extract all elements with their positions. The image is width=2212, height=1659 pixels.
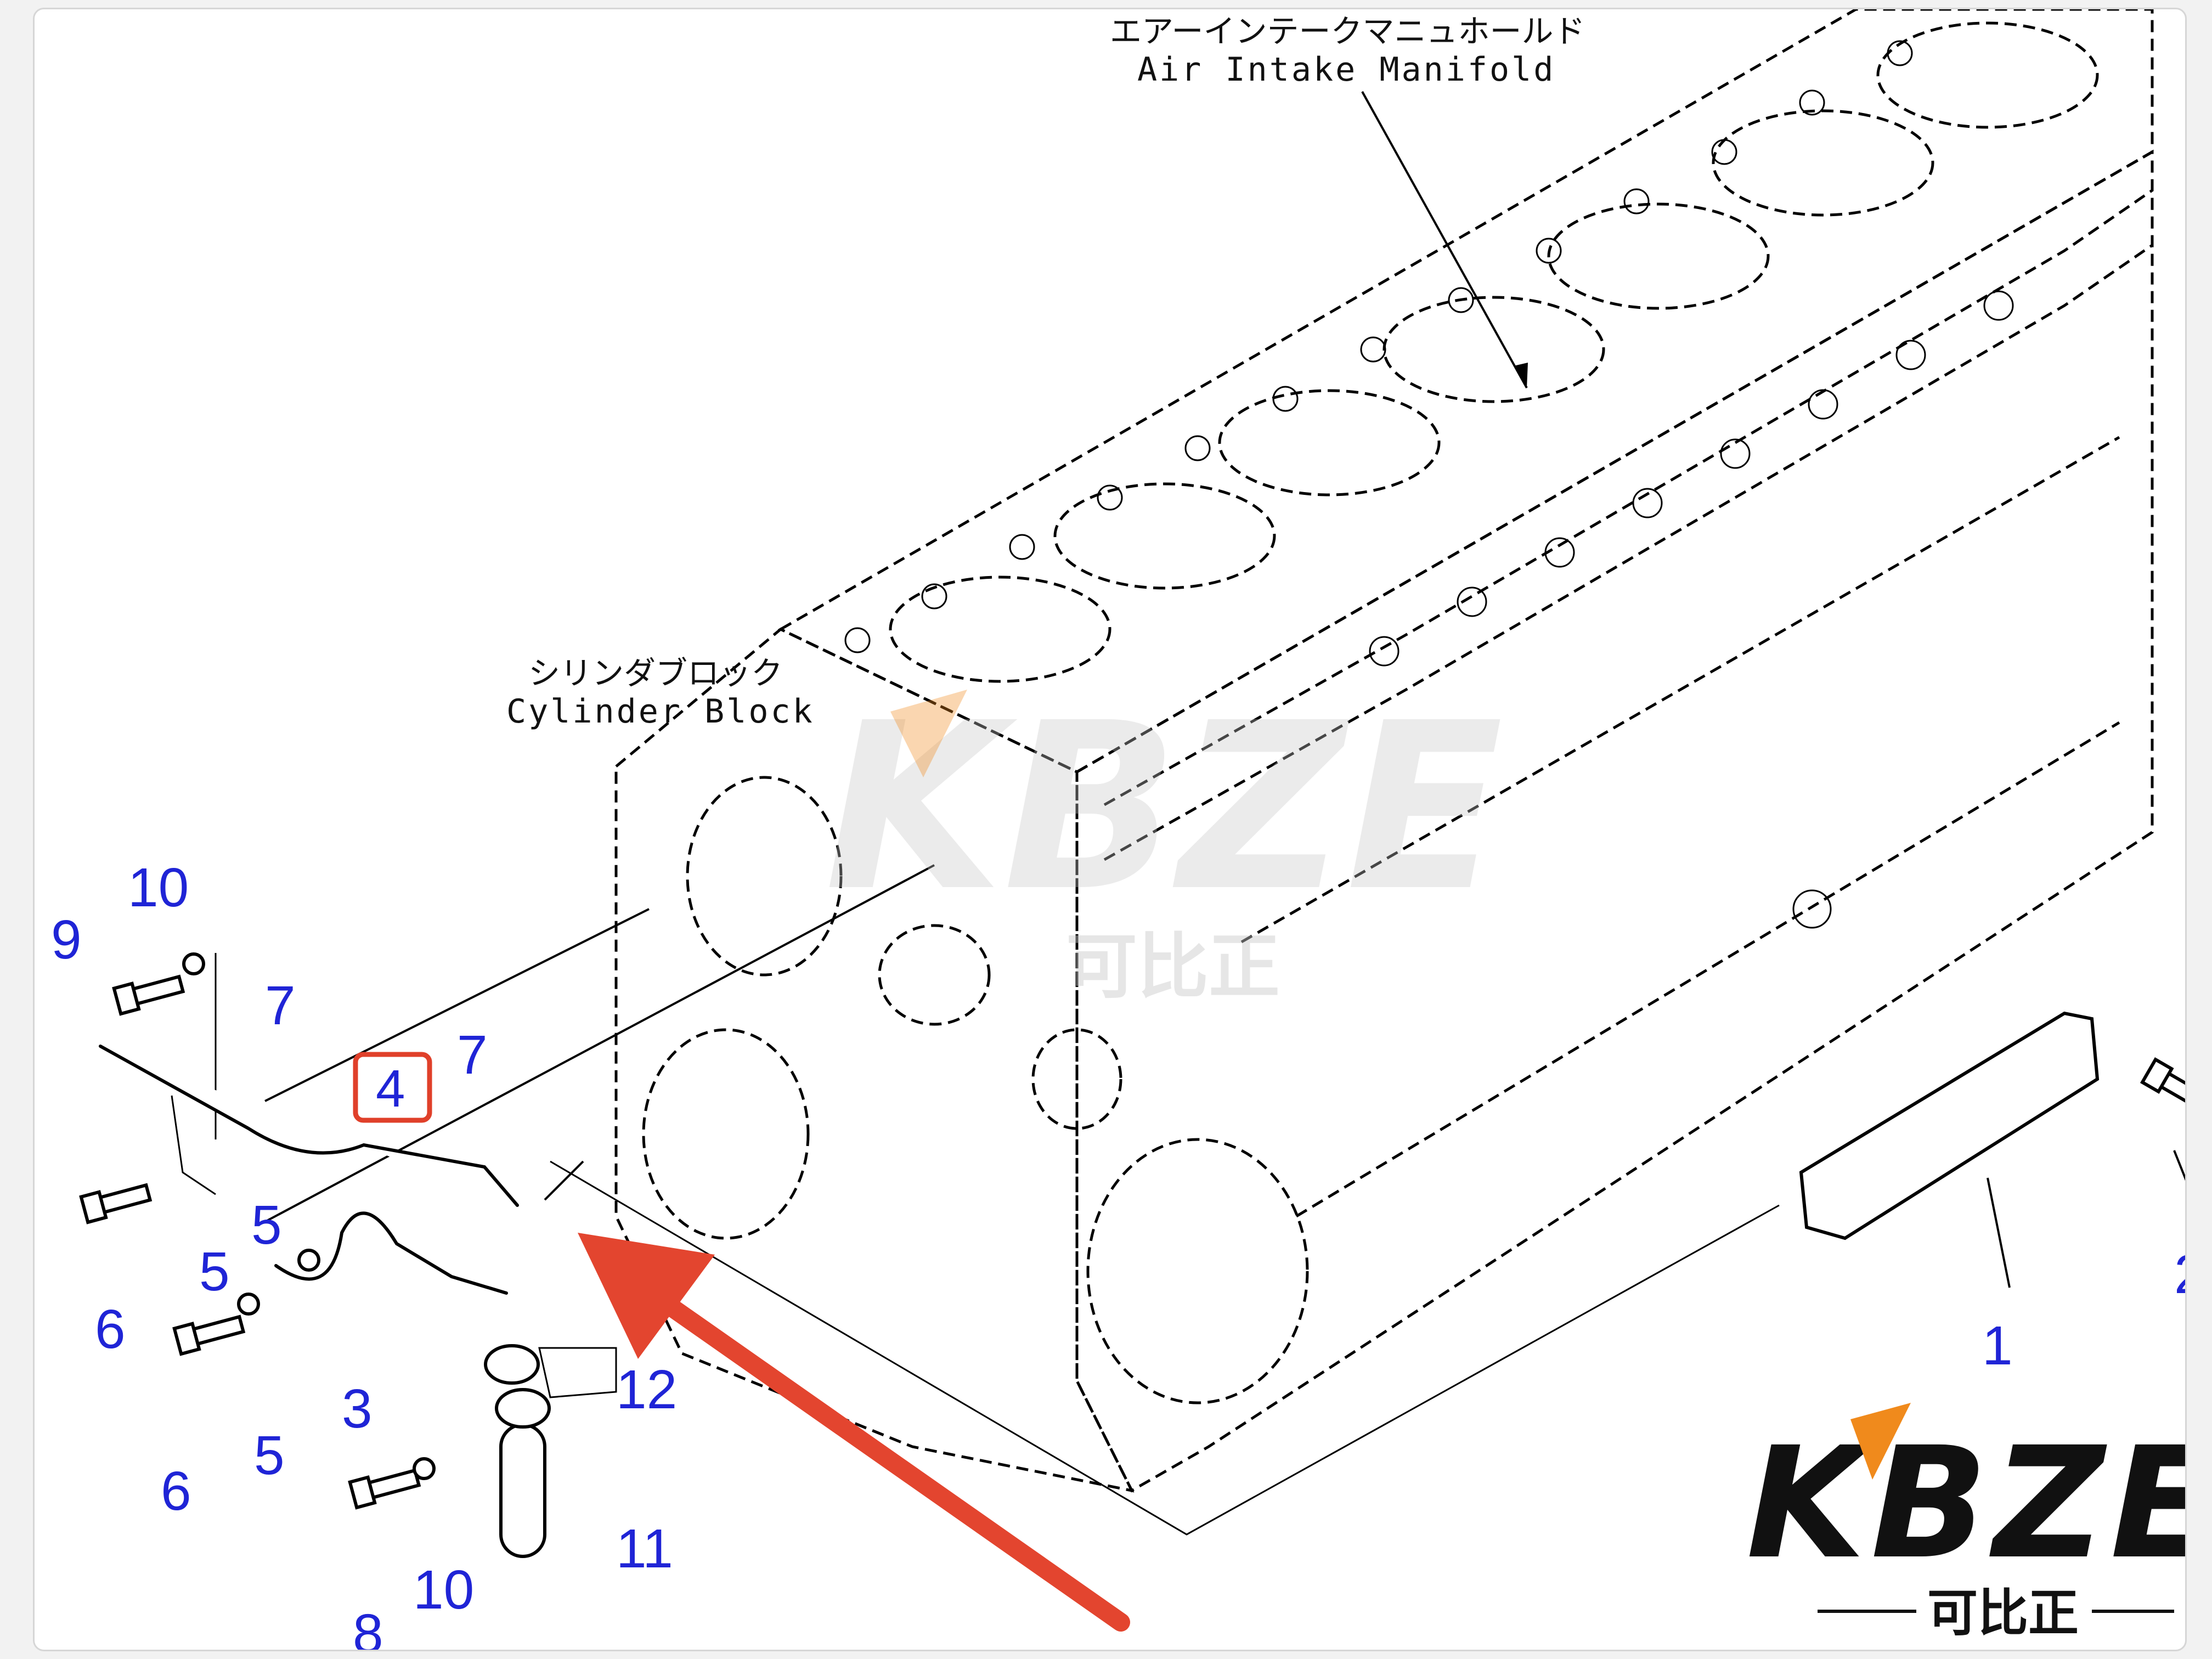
- logo-accent: [1850, 1403, 1911, 1480]
- watermark-accent: [890, 690, 967, 777]
- watermark-text: KBZE: [825, 674, 1503, 942]
- callout-5-a: 5: [251, 1194, 282, 1256]
- clamp-12: [484, 1344, 617, 1429]
- callout-6-b: 6: [161, 1460, 191, 1522]
- diagram-sheet: KBZE 可比正 エアーインテークマニュホールド Air Intake Mani…: [33, 8, 2187, 1651]
- callout-10-top: 10: [128, 857, 189, 918]
- cylinder-block-drawing: [550, 9, 2154, 1536]
- callout-3: 3: [342, 1378, 373, 1440]
- callout-8: 8: [353, 1603, 383, 1650]
- watermark: KBZE 可比正: [825, 674, 1503, 1008]
- hose-11: [499, 1423, 546, 1558]
- callout-7-right: 7: [457, 1024, 488, 1086]
- callout-11: 11: [616, 1518, 673, 1579]
- logo-text: KBZE: [1746, 1414, 2185, 1593]
- callouts: 10 9 7 4 7 5 5 6 5 6 3 12 11 10 8 1 2: [51, 857, 2185, 1650]
- callout-5-b: 5: [199, 1241, 230, 1302]
- bolts: [79, 952, 2185, 1510]
- callout-10-bottom: 10: [413, 1559, 474, 1621]
- block-label-en: Cylinder Block: [506, 692, 815, 731]
- manifold-label-en: Air Intake Manifold: [1137, 50, 1555, 89]
- callout-5-c: 5: [254, 1425, 285, 1486]
- callout-2: 2: [2174, 1244, 2185, 1305]
- callout-12: 12: [616, 1359, 677, 1420]
- callout-9: 9: [51, 909, 82, 970]
- bracket-1: [1799, 1011, 2100, 1240]
- block-label-jp: シリンダブロック: [528, 654, 783, 692]
- logo-chinese: 可比正: [1927, 1584, 2079, 1643]
- exploded-parts-diagram: KBZE 可比正 エアーインテークマニュホールド Air Intake Mani…: [51, 9, 2185, 1650]
- brand-logo: KBZE 可比正: [1746, 1403, 2185, 1643]
- callout-1: 1: [1982, 1315, 2013, 1376]
- callout-7-left: 7: [265, 975, 296, 1036]
- callout-4: 4: [376, 1059, 405, 1118]
- manifold-label-jp: エアーインテークマニュホールド: [1110, 13, 1585, 50]
- tube-4: [99, 1045, 519, 1207]
- pointer-arrow: [578, 1233, 1130, 1632]
- tube-3: [274, 1211, 508, 1295]
- leader-lines: [215, 91, 2185, 1288]
- callout-4-highlight-box: [353, 1052, 432, 1123]
- watermark-chinese: 可比正: [1066, 925, 1280, 1008]
- callout-6-a: 6: [95, 1299, 126, 1360]
